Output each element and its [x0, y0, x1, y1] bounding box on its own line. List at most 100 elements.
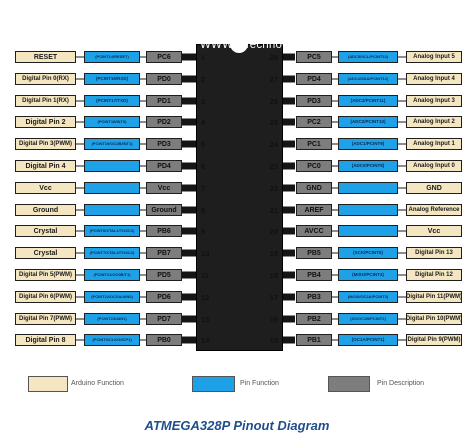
function-label: (PCINT6/XTAL1/TOSC1): [84, 225, 140, 237]
pin-description: PD1: [146, 95, 182, 107]
pin-number: 6: [201, 161, 206, 171]
function-label: [84, 182, 140, 194]
pin-number: 10: [201, 248, 210, 258]
function-label: (PCINT16/RXD): [84, 73, 140, 85]
pin-description: PD0: [146, 73, 182, 85]
pin-leg: [182, 206, 196, 214]
pin-leg: [281, 118, 295, 126]
pin-number: 23: [269, 161, 278, 171]
pin-number: 9: [201, 226, 206, 236]
arduino-label: Digital Pin 10(PWM): [406, 313, 462, 325]
function-label: [338, 225, 398, 237]
function-label: (ADC2/PCINT10): [338, 116, 398, 128]
arduino-label: Analog Input 1: [406, 138, 462, 150]
pin-description: PC1: [296, 138, 332, 150]
pin-leg: [281, 206, 295, 214]
pin-leg: [281, 140, 295, 148]
pin-number: 12: [201, 292, 210, 302]
pin-leg: [182, 53, 196, 61]
pin-number: 16: [269, 314, 278, 324]
pin-leg: [182, 271, 196, 279]
pin-description: PC5: [296, 51, 332, 63]
arduino-label: Ground: [15, 204, 76, 216]
arduino-label: Analog Input 0: [406, 160, 462, 172]
function-label: (PCINT18/INT0): [84, 116, 140, 128]
pin-description: AVCC: [296, 225, 332, 237]
function-label: (ADC4/SDA/PCINT12): [338, 73, 398, 85]
function-label: (ADC5/SCL/PCINT13): [338, 51, 398, 63]
arduino-label: Analog Input 3: [406, 95, 462, 107]
pin-description: PB1: [296, 334, 332, 346]
pin-leg: [182, 227, 196, 235]
pin-leg: [182, 184, 196, 192]
pin-number: 5: [201, 139, 206, 149]
legend-function-label: Pin Function: [240, 380, 279, 387]
pin-leg: [281, 293, 295, 301]
pin-description: PD7: [146, 313, 182, 325]
pin-number: 27: [269, 74, 278, 84]
pin-leg: [281, 53, 295, 61]
pin-leg: [182, 118, 196, 126]
site-watermark: WWW.ETechnoG.COM: [200, 39, 323, 51]
pin-number: 3: [201, 96, 206, 106]
pin-leg: [281, 336, 295, 344]
arduino-label: Digital Pin 6(PWM): [15, 291, 76, 303]
function-label: (PCINT19/OC2B/INT1): [84, 138, 140, 150]
arduino-label: Digital Pin 7(PWM): [15, 313, 76, 325]
arduino-label: Digital Pin 12: [406, 269, 462, 281]
function-label: (MOSI/OC2A/PCINT3): [338, 291, 398, 303]
pin-description: PB0: [146, 334, 182, 346]
pin-leg: [182, 315, 196, 323]
pin-description: PD5: [146, 269, 182, 281]
function-label: (PCINT23/AIN1): [84, 313, 140, 325]
pin-description: Vcc: [146, 182, 182, 194]
pin-description: PD6: [146, 291, 182, 303]
pin-number: 1: [201, 52, 206, 62]
arduino-label: Digital Pin 4: [15, 160, 76, 172]
function-label: (MISO/PCINT4): [338, 269, 398, 281]
pin-description: PD4: [146, 160, 182, 172]
function-label: (PCINT17/TXD): [84, 95, 140, 107]
legend-description-swatch: [328, 376, 370, 392]
pin-description: PD4: [296, 73, 332, 85]
function-label: [84, 160, 140, 172]
pin-description: AREF: [296, 204, 332, 216]
arduino-label: Crystal: [15, 225, 76, 237]
function-label: (OC1A/PCINT1): [338, 334, 398, 346]
pin-leg: [182, 140, 196, 148]
pin-number: 15: [269, 335, 278, 345]
arduino-label: Analog Input 2: [406, 116, 462, 128]
pin-leg: [281, 227, 295, 235]
pin-leg: [281, 315, 295, 323]
pin-leg: [182, 162, 196, 170]
pin-leg: [182, 75, 196, 83]
pin-number: 21: [269, 205, 278, 215]
pin-leg: [182, 249, 196, 257]
chip-notch: [230, 44, 248, 53]
arduino-label: Digital Pin 1(RX): [15, 95, 76, 107]
pin-description: PD3: [146, 138, 182, 150]
arduino-label: GND: [406, 182, 462, 194]
pin-description: PB2: [296, 313, 332, 325]
pin-description: PD3: [296, 95, 332, 107]
function-label: (ADC3/PCINT11): [338, 95, 398, 107]
pin-leg: [281, 271, 295, 279]
pin-number: 28: [269, 52, 278, 62]
function-label: (PCINT21/OC0B/T1): [84, 269, 140, 281]
arduino-label: Digital Pin 11(PWM): [406, 291, 462, 303]
pin-leg: [182, 97, 196, 105]
pin-leg: [182, 293, 196, 301]
pin-leg: [182, 336, 196, 344]
pin-description: PB4: [296, 269, 332, 281]
pin-number: 14: [201, 335, 210, 345]
pin-number: 24: [269, 139, 278, 149]
arduino-label: Digital Pin 9(PWM): [406, 334, 462, 346]
arduino-label: Digital Pin 13: [406, 247, 462, 259]
pin-leg: [281, 249, 295, 257]
function-label: (PCINT7/XTAL2/TOSC2): [84, 247, 140, 259]
pin-leg: [281, 97, 295, 105]
arduino-label: Digital Pin 8: [15, 334, 76, 346]
pin-leg: [281, 75, 295, 83]
